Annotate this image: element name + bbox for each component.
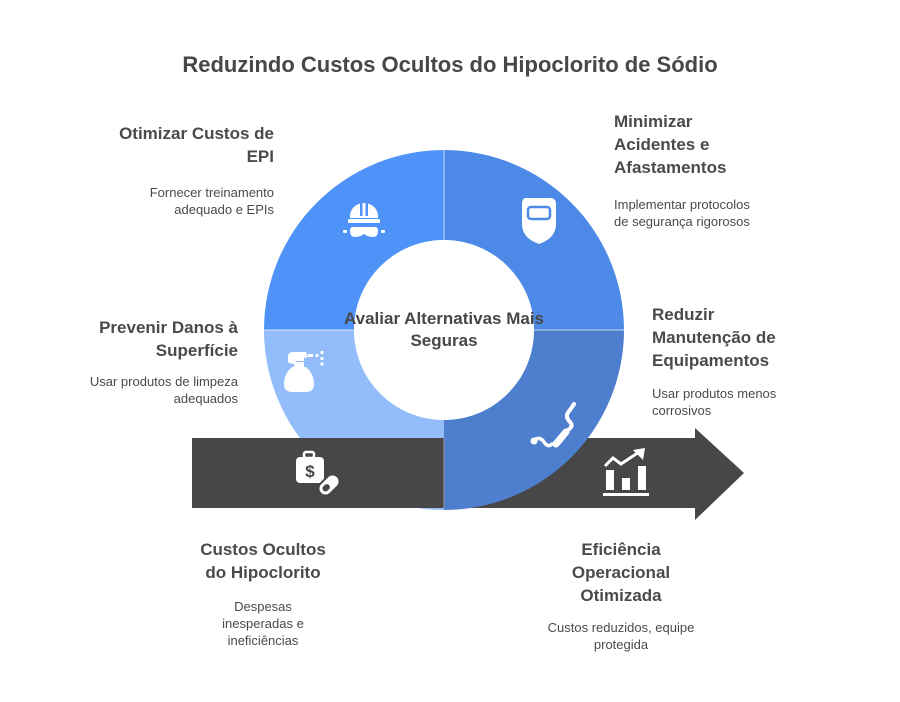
pipe-wrench-icon: [530, 402, 576, 448]
segment-title-top-right: Minimizar Acidentes e Afastamentos: [614, 112, 727, 177]
arrow-start-title: Custos Ocultos do Hipoclorito: [200, 540, 326, 582]
arrow-end-desc: Custos reduzidos, equipe protegida: [547, 620, 695, 652]
welding-mask-icon: [522, 198, 556, 244]
segment-title-top-left: Otimizar Custos de EPI: [119, 124, 274, 166]
growth-chart-icon: [603, 448, 649, 496]
center-circle: [354, 240, 534, 420]
segment-desc-bottom-right: Usar produtos menos corrosivos: [652, 386, 777, 418]
segment-title-bottom-right: Reduzir Manutenção de Equipamentos: [652, 305, 776, 370]
segment-title-bottom-left: Prevenir Danos à Superfície: [99, 318, 238, 360]
arrow-start-desc: Despesas inesperadas e ineficiências: [222, 599, 304, 648]
diagram-title: Reduzindo Custos Ocultos do Hipoclorito …: [182, 52, 718, 77]
hard-hat-goggles-icon: [343, 202, 385, 237]
segment-desc-top-left: Fornecer treinamento adequado e EPIs: [149, 185, 274, 217]
segment-bottom-right: [444, 330, 624, 510]
segment-top-left: [264, 150, 444, 330]
segment-desc-top-right: Implementar protocolos de segurança rigo…: [614, 197, 750, 229]
arrow-end-title: Eficiência Operacional Otimizada: [571, 540, 671, 605]
center-label: Avaliar Alternativas Mais Seguras: [344, 309, 544, 350]
segment-desc-bottom-left: Usar produtos de limpeza adequados: [89, 374, 238, 406]
medical-cost-icon: $: [296, 450, 341, 497]
spray-bottle-icon: [284, 350, 324, 392]
svg-text:$: $: [305, 462, 315, 481]
